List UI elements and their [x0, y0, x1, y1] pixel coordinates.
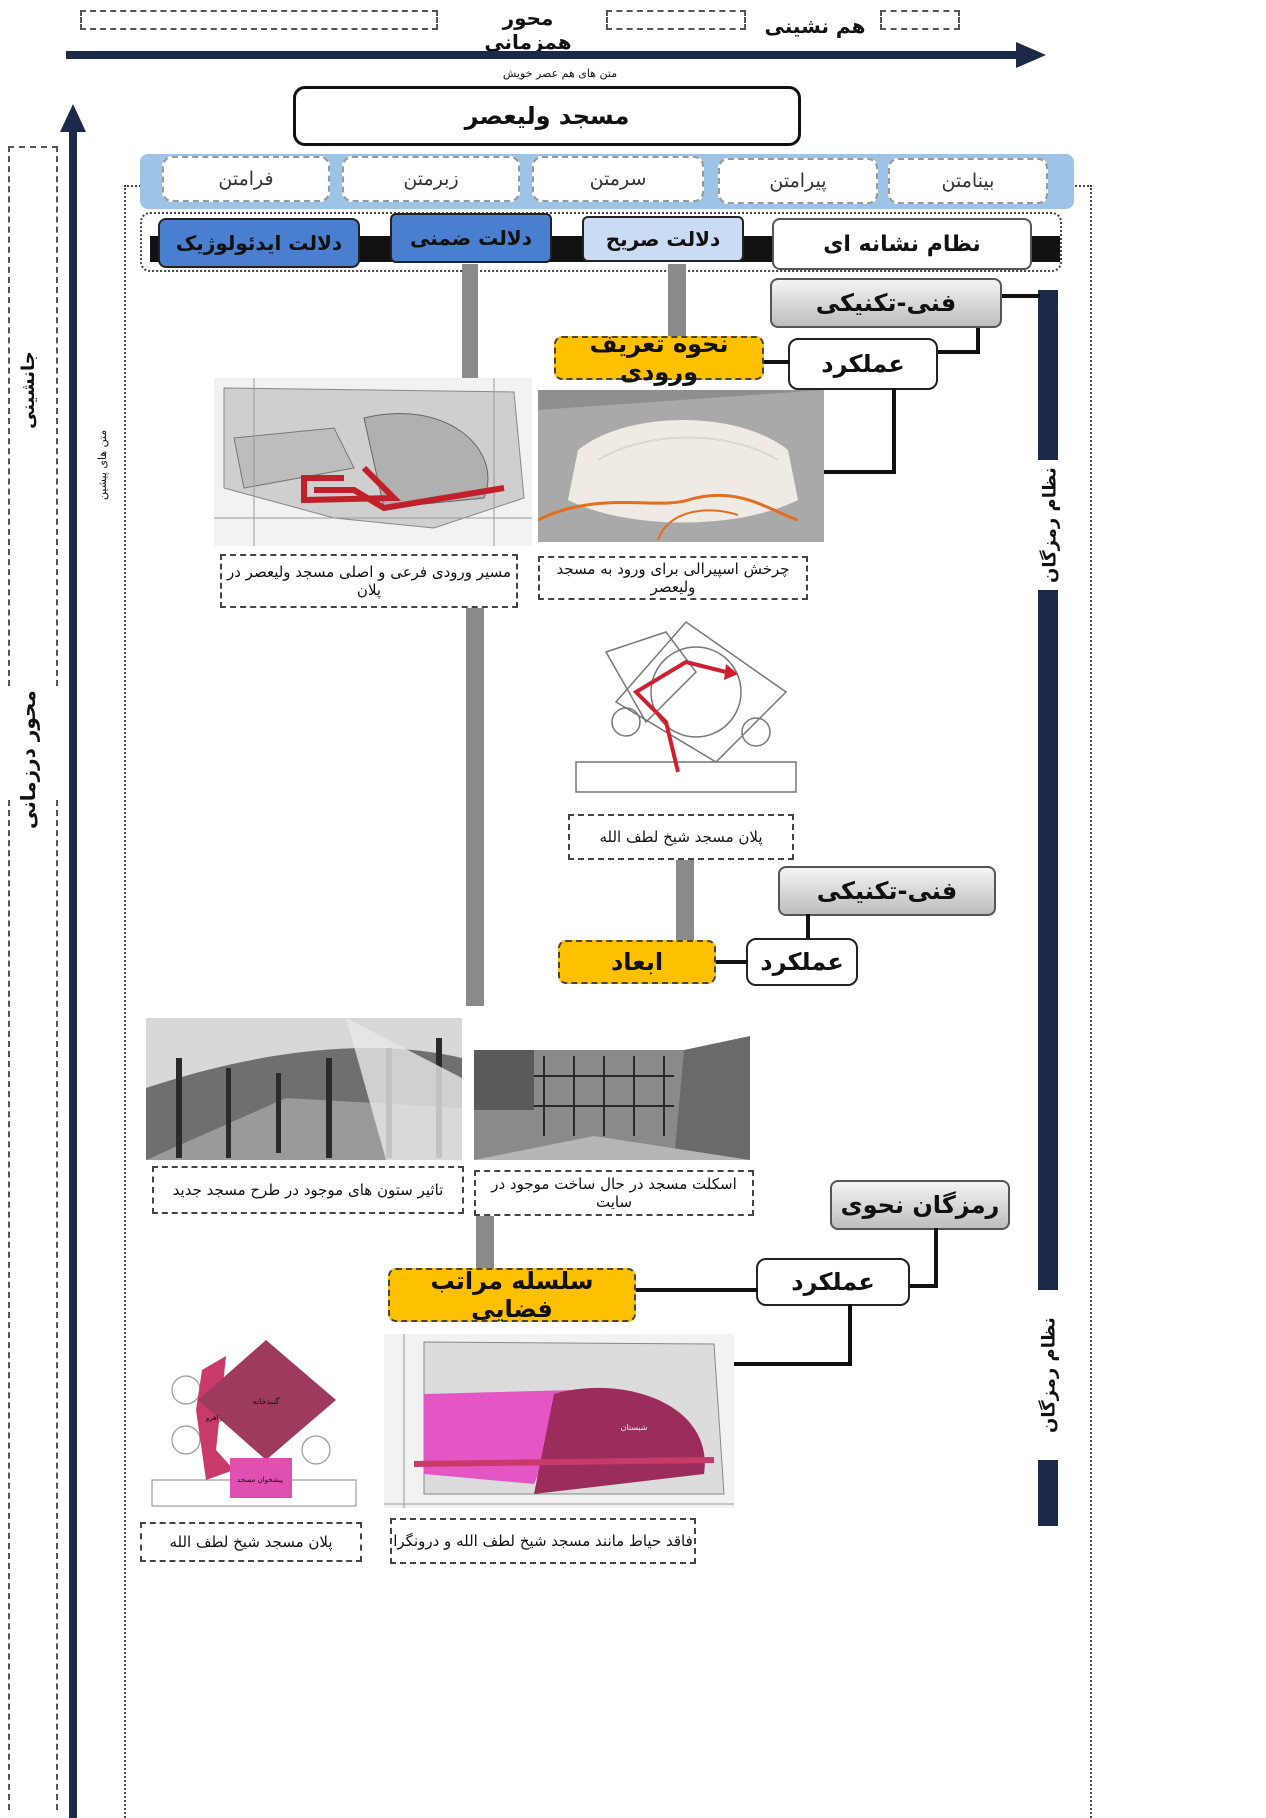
implicit-gray-bar-1	[462, 264, 478, 380]
lotfollah-plan-image-1	[566, 612, 806, 808]
s1-function-box: عملکرد	[788, 338, 938, 390]
implicit-gray-bar-3	[476, 1210, 494, 1270]
text-type-piramatn: پیرامتن	[718, 158, 878, 204]
paradigmatic-label: جانشینی	[18, 351, 39, 429]
s2-topic-dimensions: ابعاد	[558, 940, 716, 984]
s3-topic-connector	[636, 1288, 758, 1292]
s3-function-to-image-line	[730, 1304, 852, 1366]
explicit-signification: دلالت صریح	[582, 216, 744, 262]
plan-label-corridor: راهرو	[205, 1414, 222, 1422]
code-system-label-1: نظام رمزگان	[1024, 460, 1076, 590]
skeleton-site-image	[474, 1006, 750, 1160]
left-dashed-top	[8, 146, 58, 686]
s1-function-to-image-line	[822, 388, 896, 474]
sign-system: نظام نشانه ای	[772, 218, 1032, 270]
caption-columns: تاثیر ستون های موجود در طرح مسجد جدید	[152, 1166, 464, 1214]
implicit-signification: دلالت ضمنی	[390, 213, 552, 263]
s1-topic-connector	[764, 360, 790, 364]
s3-syntactic-codes-box: رمزگان نحوی	[830, 1180, 1010, 1230]
plan-entry-image	[214, 378, 532, 546]
diachronic-axis-label: محور درزمانی	[16, 690, 40, 830]
syntagmatic-label: هم نشینی	[764, 14, 866, 38]
text-type-faramatn: فرامتن	[162, 156, 330, 202]
s1-topic-entry-definition: نحوه تعریف ورودی	[554, 330, 764, 386]
s2-v-connector	[806, 914, 810, 940]
s2-technical-box: فنی-تکنیکی	[778, 866, 996, 916]
implicit-gray-bar-2	[466, 606, 484, 1006]
text-type-beinamatn: بینامتن	[888, 158, 1048, 204]
signs-dotted-frame	[140, 212, 1062, 272]
spiral-model-image	[538, 390, 824, 542]
left-dashed-bottom	[8, 800, 58, 1810]
explicit-gray-bar-1	[668, 264, 686, 340]
s1-h-connector	[936, 350, 980, 354]
s3-topic-spatial-hierarchy: سلسله مراتب فضایی	[388, 1267, 636, 1323]
valiasr-colored-plan-image: شبستان	[384, 1334, 734, 1508]
caption-lotfollah-plan-1: پلان مسجد شیخ لطف الله	[568, 814, 794, 860]
top-axis-dashed-right	[880, 10, 960, 30]
plan-label-dome: گنبدخانه	[253, 1396, 280, 1406]
top-axis-dashed-left	[80, 10, 438, 30]
caption-courtyard: فاقد حیاط مانند مسجد شیخ لطف الله و درون…	[390, 1518, 696, 1564]
caption-lotfollah-plan-2: پلان مسجد شیخ لطف الله	[140, 1522, 362, 1562]
previous-texts-label: متن های پیشین	[96, 429, 109, 501]
columns-interior-image	[146, 1018, 462, 1160]
s2-function-box: عملکرد	[746, 938, 858, 986]
code-system-bar-top	[1038, 290, 1058, 1190]
lotfollah-plan-image-2: گنبدخانه راهرو پیشخوان مسجد	[146, 1330, 362, 1510]
caption-skeleton: اسکلت مسجد در حال ساخت موجود در سایت	[474, 1170, 754, 1216]
s3-function-box: عملکرد	[756, 1258, 910, 1306]
code-system-label-2: نظام رمزگان	[1022, 1290, 1076, 1460]
page-title: مسجد ولیعصر	[293, 86, 801, 146]
synchronic-axis-arrow	[66, 42, 1046, 68]
plan-label-courtyard: شبستان	[621, 1423, 648, 1432]
top-axis-dashed-mid	[606, 10, 746, 30]
caption-spiral: چرخش اسپیرالی برای ورود به مسجد ولیعصر	[538, 556, 808, 600]
s1-tech-connector	[1000, 294, 1040, 298]
plan-label-vestibule: پیشخوان مسجد	[237, 1476, 283, 1484]
s2-topic-connector	[716, 960, 748, 964]
s1-v-connector	[976, 328, 980, 354]
s3-category-connector	[906, 1228, 938, 1288]
text-type-sarmatn: سرمتن	[532, 156, 704, 202]
synchronic-axis-label: محور همزمانی	[484, 6, 572, 54]
contemporary-texts-label: متن های هم عصر خویش	[502, 67, 618, 80]
diachronic-axis-arrow	[60, 104, 86, 1818]
caption-plan-entry: مسیر ورودی فرعی و اصلی مسجد ولیعصر در پل…	[220, 554, 518, 608]
explicit-gray-bar-2	[676, 860, 694, 940]
s1-technical-box: فنی-تکنیکی	[770, 278, 1002, 328]
text-type-zabarmatn: زبرمتن	[342, 156, 520, 202]
ideological-signification: دلالت ایدئولوژیک	[158, 218, 360, 268]
